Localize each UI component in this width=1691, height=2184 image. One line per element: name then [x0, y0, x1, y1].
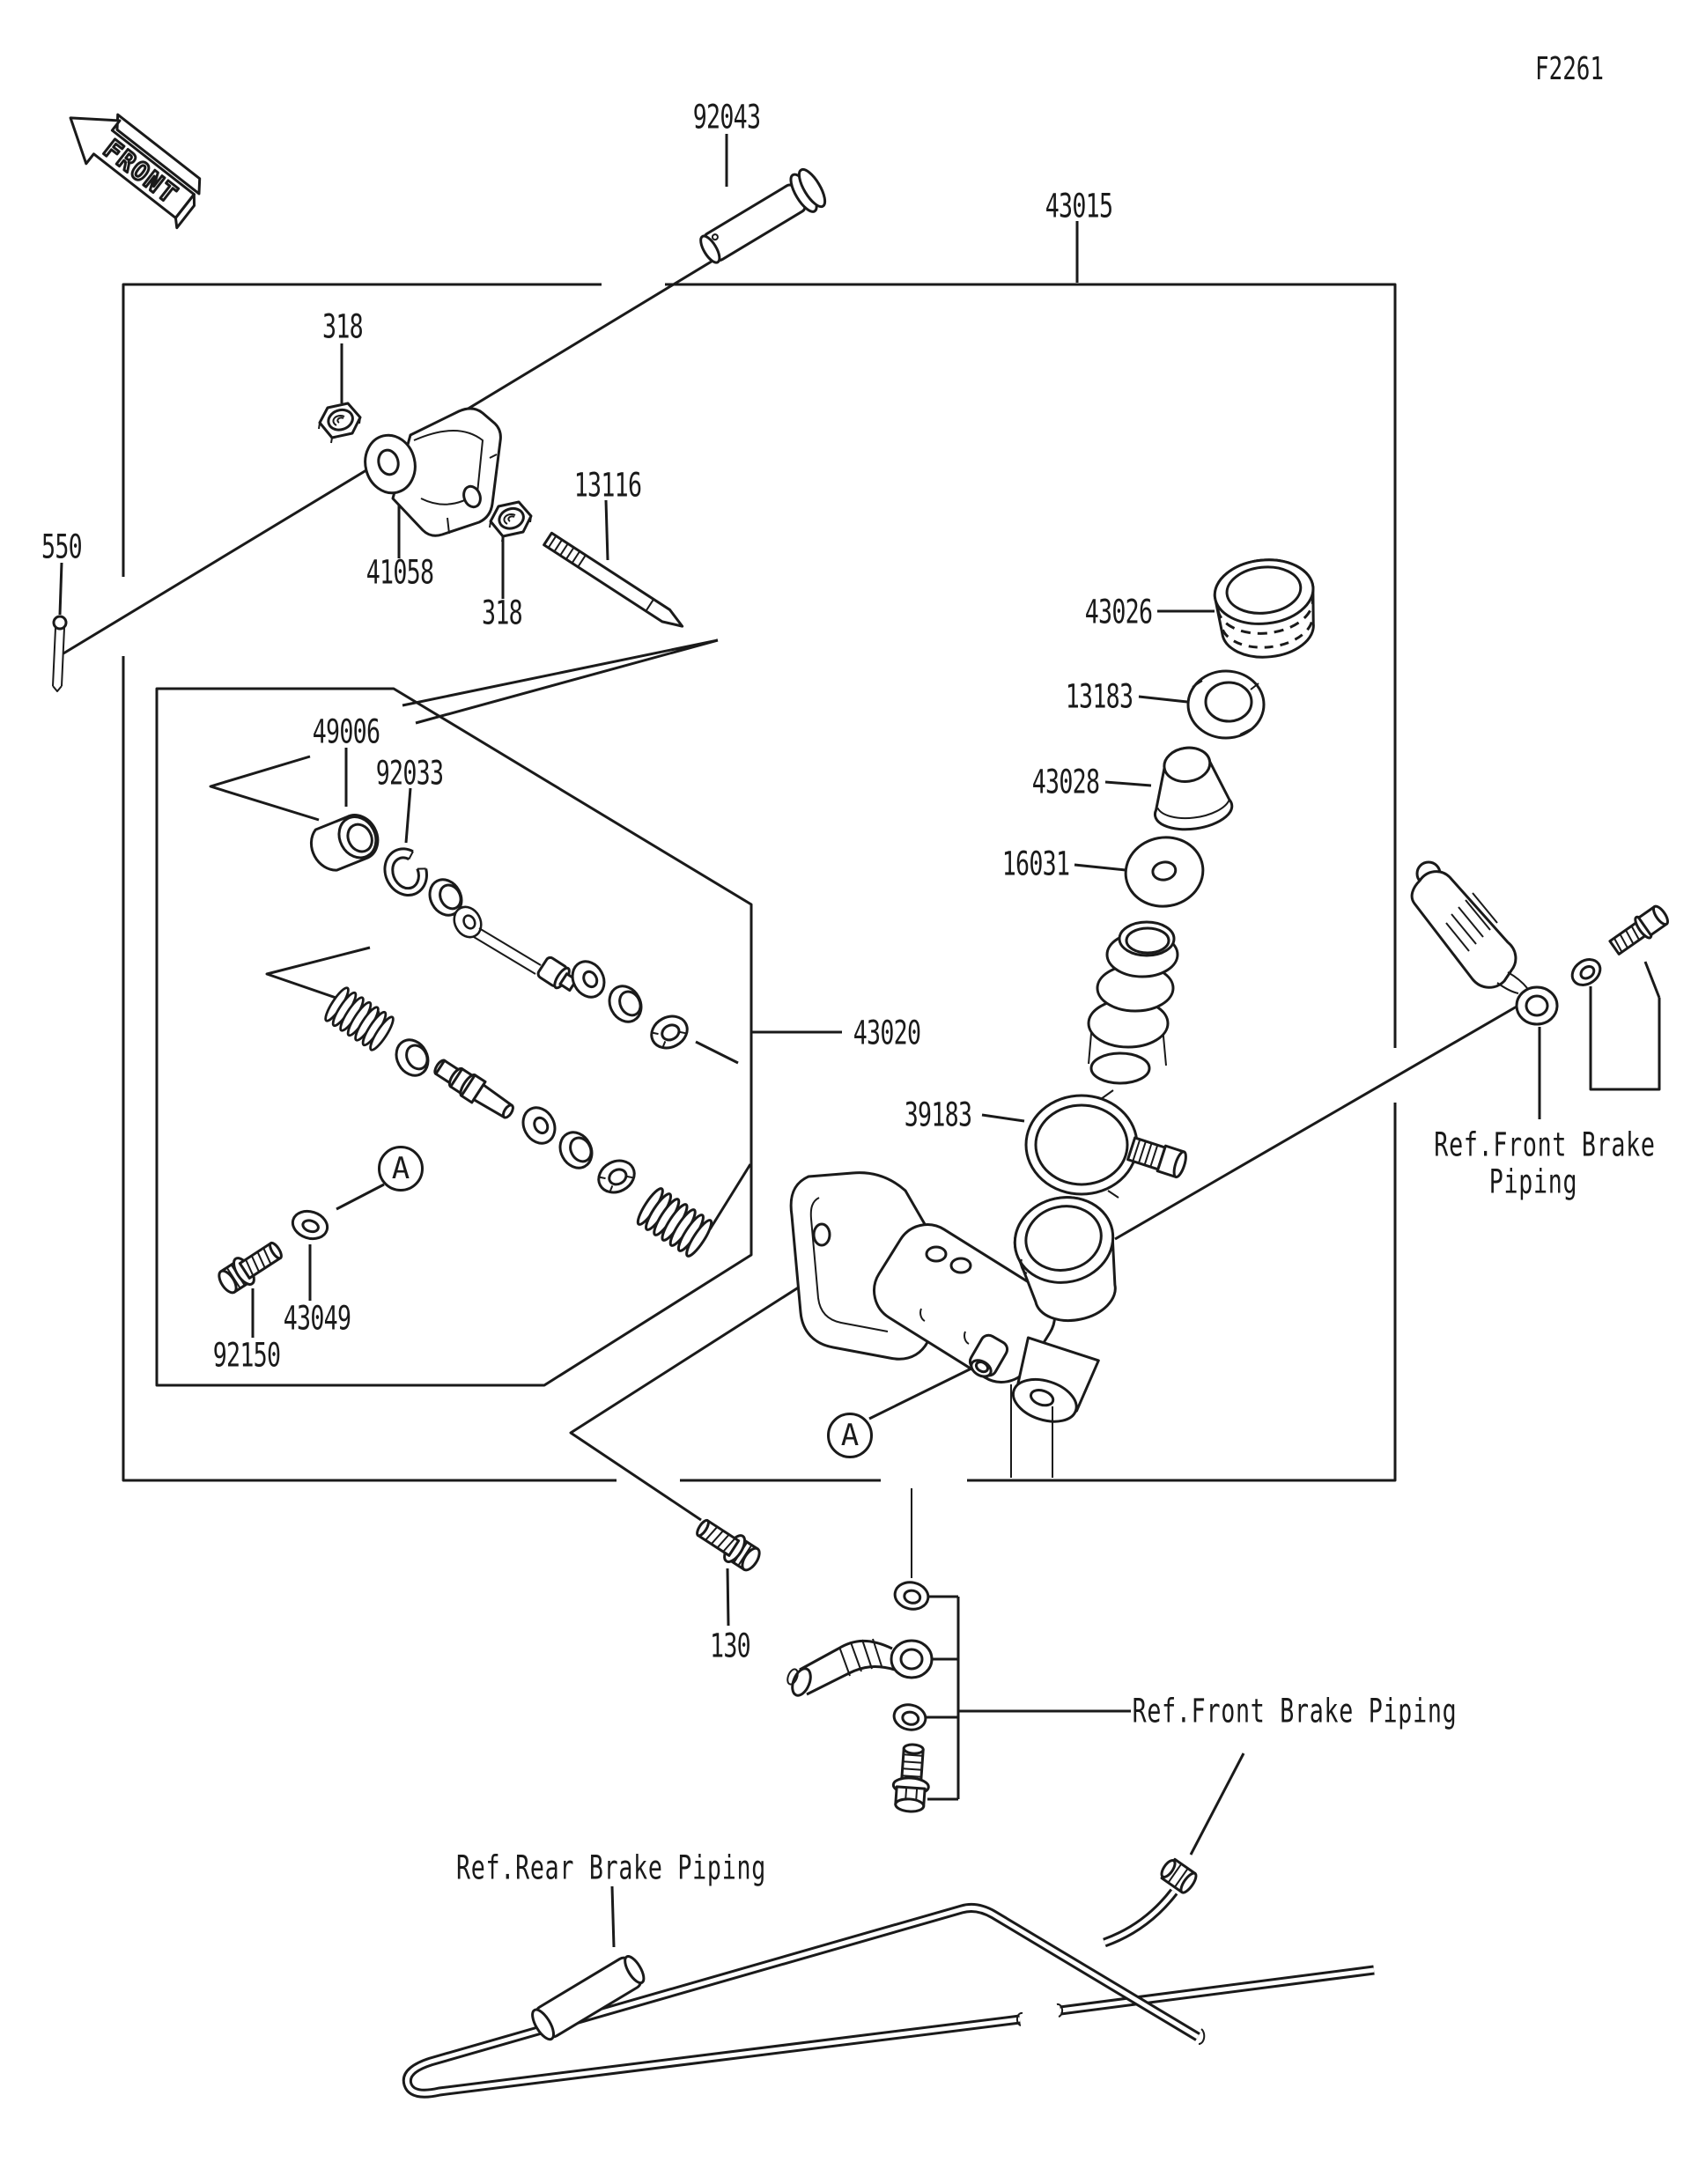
rear-brake-pipe — [402, 1857, 1375, 2099]
assembly-marker-a2-text: A — [840, 1418, 860, 1453]
bolt-92150 — [212, 1235, 289, 1300]
banjo-boss — [968, 1333, 1009, 1378]
reservoir-boot — [1153, 746, 1234, 831]
part-label-16031: 16031 — [1001, 845, 1070, 883]
part-label-43026: 43026 — [1084, 593, 1153, 631]
assembly-marker-a1: A — [378, 1146, 424, 1192]
piston — [433, 1059, 514, 1119]
part-label-39183: 39183 — [904, 1096, 972, 1134]
part-label-130: 130 — [710, 1627, 751, 1665]
reservoir-bellows — [1087, 920, 1179, 1085]
outer-box — [122, 283, 1397, 1482]
assembly-marker-a1-text: A — [391, 1151, 410, 1186]
hose-clamp — [1024, 1089, 1187, 1199]
ref-front-brake-piping-bottom: Ref.Front Brake Piping — [1132, 1692, 1458, 1730]
inner-box — [155, 687, 753, 1387]
ref-front-brake-piping-right-line2: Piping — [1488, 1162, 1578, 1201]
part-label-550: 550 — [41, 528, 83, 566]
banjo-bolt-top — [1608, 904, 1669, 956]
bushing-49006 — [309, 814, 380, 872]
part-label-92033: 92033 — [375, 754, 444, 793]
cap-holder-ring — [1186, 669, 1266, 740]
piston-kit-row2 — [321, 984, 717, 1260]
ref-front-brake-piping-right-line1: Ref.Front Brake — [1434, 1125, 1656, 1164]
front-hose-assembly — [1410, 860, 1669, 1026]
ref-rear-brake-piping: Ref.Rear Brake Piping — [456, 1848, 766, 1887]
banjo-joint-group — [786, 1581, 934, 1813]
nut-318-b — [488, 500, 533, 543]
part-label-318-b: 318 — [482, 594, 523, 632]
part-label-13183: 13183 — [1065, 677, 1133, 716]
figure-code: F2261 — [1534, 51, 1605, 87]
outlet-boss — [1011, 1336, 1100, 1423]
bolt-130 — [690, 1512, 766, 1577]
washer-43049 — [291, 1209, 329, 1241]
part-label-13116: 13116 — [573, 466, 642, 505]
assembly-marker-a2: A — [827, 1413, 873, 1458]
clevis-pin — [699, 167, 827, 264]
nut-318-a — [317, 402, 362, 445]
part-label-43020: 43020 — [853, 1014, 921, 1052]
reservoir-cap — [1213, 558, 1315, 659]
outlet-leader-lines — [911, 1384, 1053, 1578]
locknut-stud — [543, 531, 684, 628]
part-label-49006: 49006 — [312, 712, 380, 751]
master-cylinder-body — [789, 1171, 1117, 1423]
part-label-92043: 92043 — [692, 98, 761, 136]
piston-kit-row1 — [309, 814, 695, 1056]
diaphragm-plate — [1124, 836, 1205, 908]
rod-holder-clamp — [364, 407, 502, 537]
part-label-43015: 43015 — [1045, 187, 1113, 225]
pipe-sleeve — [531, 1955, 646, 2041]
part-label-43049: 43049 — [283, 1299, 351, 1338]
part-label-41058: 41058 — [366, 553, 434, 592]
part-label-43028: 43028 — [1031, 763, 1100, 801]
part-label-318-a: 318 — [322, 307, 364, 346]
snap-ring-92033 — [383, 847, 428, 897]
reservoir-neck — [1013, 1196, 1117, 1322]
banjo-bolt — [891, 1743, 930, 1813]
cotter-pin — [52, 615, 68, 692]
flare-nut — [1160, 1857, 1198, 1894]
push-rod-head — [536, 956, 578, 992]
front-arrow: FRONT — [69, 113, 202, 230]
part-label-92150: 92150 — [212, 1336, 281, 1375]
